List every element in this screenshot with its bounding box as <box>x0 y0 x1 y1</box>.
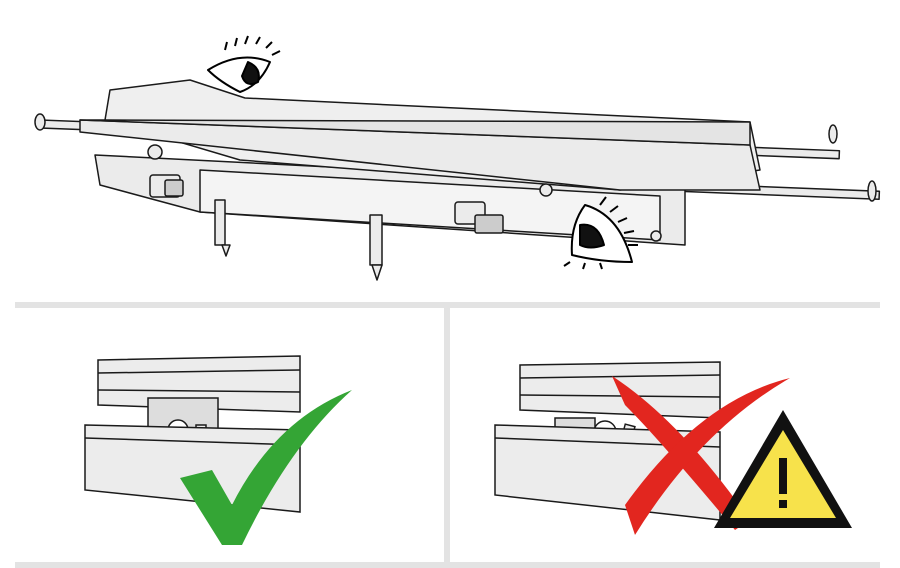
eye-icon <box>207 35 281 93</box>
cross-icon <box>612 376 790 535</box>
correct-panel <box>84 355 352 545</box>
warning-triangle-icon <box>714 410 852 528</box>
check-icon <box>180 390 352 545</box>
vertical-divider <box>444 308 450 568</box>
bottom-divider <box>15 562 880 568</box>
eye-icon <box>563 196 638 270</box>
incorrect-panel <box>494 361 852 535</box>
stretcher-illustration <box>34 35 881 281</box>
horizontal-divider <box>15 302 880 308</box>
